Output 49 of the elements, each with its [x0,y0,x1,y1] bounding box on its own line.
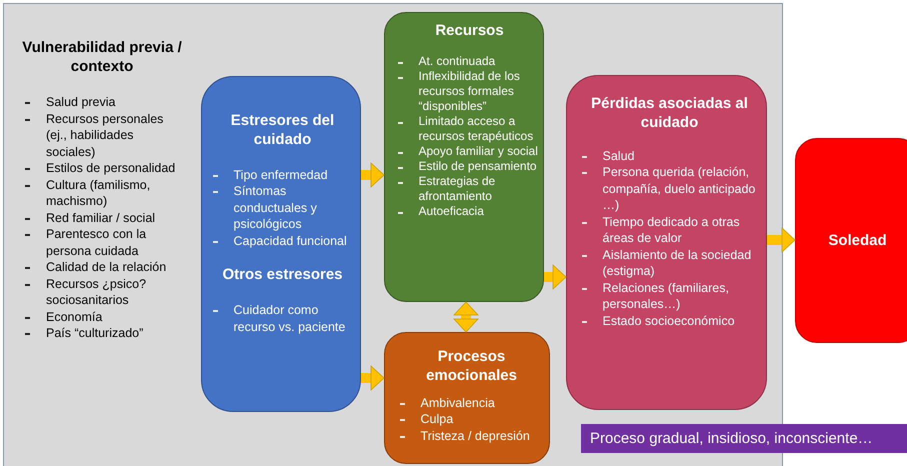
node-heading: Vulnerabilidad previa / contexto [22,38,182,76]
note-text: Proceso gradual, insidioso, inconsciente… [590,430,873,447]
arrow [454,302,478,332]
resources-box [384,12,544,302]
list-item: Autoeficacia [394,204,544,218]
stressors-box [200,76,360,412]
arrow [767,228,796,252]
list-item: Limitado acceso a recursos terapéuticos [394,114,544,144]
list-item: Salud previa [22,94,182,110]
list-item: Tiempo dedicado a otras áreas de valor [578,214,760,246]
list-item: Cultura (familismo, machismo) [22,176,182,210]
list-item: Tristeza / depresión [396,428,546,444]
list-item: Parentesco con la persona cuidada [22,226,182,259]
list-item: Calidad de la relación [22,259,182,276]
list-item: Ambivalencia [396,394,546,411]
list-item: Estilos de personalidad [22,160,182,176]
node-heading: Pérdidas asociadas al cuidado [590,94,749,132]
list-item: Persona querida (relación, compañía, duelo anticipado …) [578,164,760,214]
emotional-processes-box [384,332,550,464]
node-heading: Soledad [828,231,887,250]
node-heading: Otros estresores [221,265,344,284]
note-banner [581,424,907,453]
losses-box [566,74,766,410]
list-item: Síntomas conductuales y psicológicos [210,183,356,232]
list-item: Red familiar / social [22,210,182,226]
list-item: Recursos ¿psico? sociosanitarios [22,276,182,308]
list-item: Estilo de pensamiento [394,158,544,174]
list-item: País “culturizado” [22,325,182,342]
list-item: Inflexibilidad de los recursos formales “disponibles” [394,68,544,114]
list-item: Aislamiento de la sociedad (estigma) [578,246,760,280]
outcome-box [795,138,907,343]
list-item: Tipo enfermedad [210,166,356,183]
list-item: Capacidad funcional [210,232,356,249]
list-item: Salud [578,148,760,164]
node-heading: Procesos emocionales [425,346,518,384]
list-item: Relaciones (familiares, personales…) [578,280,760,312]
arrow [361,366,384,390]
list-item: Estado socioeconómico [578,312,760,329]
node-heading: Recursos [434,20,505,40]
arrow [361,162,384,188]
list-item: At. continuada [394,54,544,68]
list-item: Apoyo familiar y social [394,144,544,158]
arrow [544,264,566,290]
list-item: Estrategias de afrontamiento [394,174,544,204]
list-item: Recursos personales (ej., habilidades sociales) [22,110,182,160]
list-item: Cuidador como recurso vs. paciente [210,302,356,335]
list-item: Culpa [396,411,546,428]
node-heading: Estresores del cuidado [230,110,336,148]
list-item: Economía [22,308,182,325]
